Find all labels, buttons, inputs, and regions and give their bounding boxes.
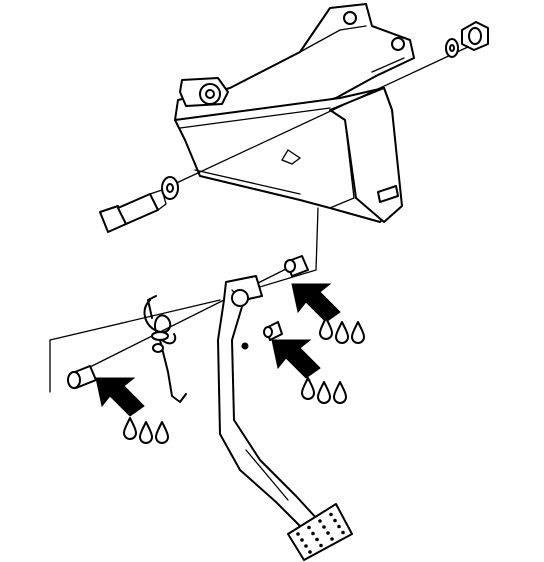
pad-tread-dot [296,532,300,536]
lubricate-arrow-icon [271,339,321,379]
bushing [67,365,97,389]
bushing [284,255,309,277]
lower-axis-line [79,261,301,373]
pad-tread-dot [322,525,326,529]
pad-tread-dot [311,531,315,536]
pad-tread-dot [329,512,333,517]
washer [161,176,179,200]
nut [461,21,489,51]
bushing [263,321,283,341]
oil-drops-icon [319,317,365,344]
pad-tread-dot [326,531,330,535]
pad-tread-dot [319,543,323,548]
pad-tread-dot [307,525,311,530]
brake-pedal-arm [217,275,319,529]
pedal-pad [287,503,353,561]
pivot-axis-line [169,45,471,187]
pivot-bolt [99,189,167,233]
pad-tread-dot [330,537,334,541]
pad-tread-dot [300,538,304,542]
pad-tread-dot [333,518,337,523]
washer [445,38,459,58]
pad-tread-dot [341,530,345,535]
mounting-bracket [174,3,415,223]
lubricate-arrow-icon [95,377,145,417]
lubricate-arrow-icon [291,283,341,323]
oil-drops-icon [301,377,347,404]
pad-tread-dot [337,524,341,529]
pad-tread-dot [304,544,308,548]
pad-tread-dot [308,550,312,554]
pad-tread-dot [315,537,319,542]
oil-drops-icon [123,417,169,444]
pad-tread-dot [318,519,322,523]
return-spring [143,295,187,403]
